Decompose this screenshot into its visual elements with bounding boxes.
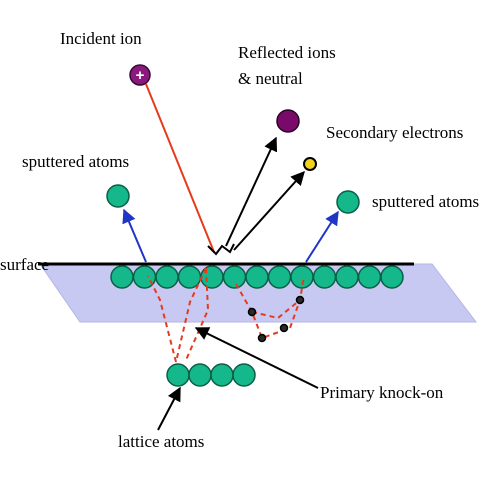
surface-atom-icon (290, 265, 314, 289)
lattice-atom-icon (232, 363, 256, 387)
circle-plus-icon (129, 64, 151, 86)
cascade-paths (147, 267, 305, 363)
cascade-path-branch (251, 299, 301, 320)
displaced-atom-icon (247, 307, 257, 317)
label-incident-ion: Incident ion (60, 29, 142, 48)
cascade-path-left (175, 267, 207, 363)
surface-atom-icon (155, 265, 179, 289)
lattice-atom-icon (188, 363, 212, 387)
incident-ion-symbol: + (136, 67, 145, 84)
label-sputtered-right: sputtered atoms (372, 192, 479, 211)
label-lattice-atoms: lattice atoms (118, 432, 204, 451)
incident-ion: + (129, 64, 151, 86)
label-sputtered-left: sputtered atoms (22, 152, 129, 171)
label-surface: surface (0, 255, 49, 274)
surface-atom-icon (110, 265, 134, 289)
label-secondary-electrons: Secondary electrons (326, 123, 463, 142)
cascade-atoms (247, 295, 305, 343)
surface-atom-icon (380, 265, 404, 289)
cascade-path-right (235, 275, 305, 340)
sputtered-atom-right-icon (336, 190, 360, 214)
surface-atom-icon (335, 265, 359, 289)
lattice-atom-icon (210, 363, 234, 387)
surface-atom-icon (267, 265, 292, 289)
label-reflected-line2: & neutral (238, 69, 303, 88)
displaced-atom-icon (295, 295, 305, 305)
secondary-electron-icon (303, 157, 317, 171)
surface-atom-icon (312, 265, 337, 289)
surface-atom-icon (357, 265, 382, 289)
impact-zigzag (207, 243, 235, 256)
lattice-pointer (157, 386, 181, 431)
displaced-atom-icon (257, 333, 267, 343)
knock-on-pointer (194, 327, 319, 389)
cascade-path-back (147, 275, 177, 363)
label-reflected-line1: Reflected ions (238, 43, 336, 62)
lattice-atom-row (166, 363, 256, 387)
lattice-atom-icon (166, 363, 190, 387)
sputter-arrow-left (122, 208, 147, 263)
displaced-atom-icon (279, 323, 289, 333)
surface-atom-icon (245, 265, 269, 289)
electron-arrow (233, 170, 305, 251)
incident-path (145, 83, 215, 253)
surface-atom-row (110, 265, 404, 289)
reflected-particle-icon (276, 109, 300, 133)
reflected-arrow (225, 136, 278, 247)
sputtered-atom-left-icon (106, 184, 130, 208)
label-primary-knock-on: Primary knock-on (320, 383, 444, 402)
surface-atom-icon (222, 265, 247, 289)
sputter-arrow-right (305, 210, 339, 263)
